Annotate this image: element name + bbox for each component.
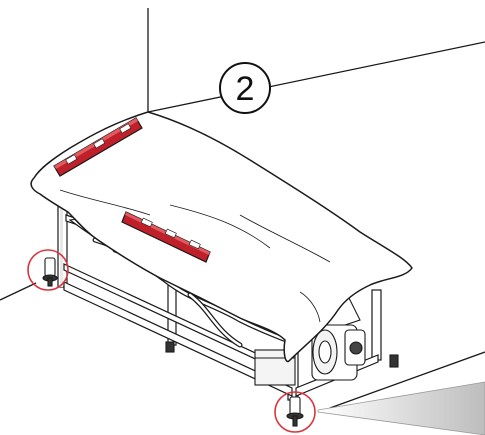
spirit-level-icon: [121, 211, 211, 263]
step-number-badge: 2: [219, 62, 271, 114]
room-corner-lines: [0, 8, 485, 409]
highlight-circle-back-left: [27, 249, 69, 291]
foot-highlight-circles: [27, 249, 316, 433]
highlight-circle-front-right: [274, 391, 316, 433]
protective-cover: [30, 111, 413, 363]
adjustable-foot-icon: [42, 257, 399, 427]
callout-wedge: [317, 381, 485, 435]
step-number: 2: [236, 70, 255, 108]
pump-motor: [254, 324, 366, 386]
spirit-level-icon: [53, 117, 143, 177]
